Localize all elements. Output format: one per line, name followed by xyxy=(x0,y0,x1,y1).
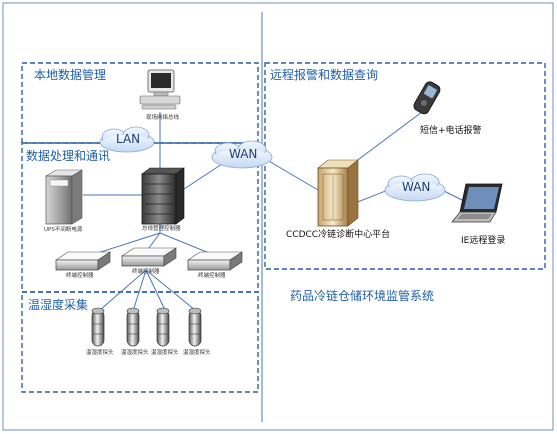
remote-title: 远程报警和数据查询 xyxy=(270,68,379,82)
server-label: 总线管理控制器 xyxy=(142,226,181,232)
controller-1-icon xyxy=(55,251,111,271)
sensor-3-label: 温湿度探头 xyxy=(151,350,179,356)
sensor-4-label: 温湿度探头 xyxy=(183,350,211,356)
system-title: 药品冷链仓储环境监管系统 xyxy=(290,289,435,303)
local-mgmt-title: 本地数据管理 xyxy=(34,68,107,82)
controller-3-label: 终端控制器 xyxy=(198,273,226,279)
sensor-1-icon xyxy=(91,307,105,347)
wan-right-label: WAN xyxy=(402,180,431,194)
wan-cloud-center xyxy=(211,140,273,169)
sensor-2-icon xyxy=(126,307,140,347)
ups-label: UPS不间断电源 xyxy=(44,227,83,233)
collection-title: 温湿度采集 xyxy=(28,298,89,312)
ups-icon xyxy=(44,169,84,225)
laptop-icon xyxy=(451,183,503,223)
processing-title: 数据处理和通讯 xyxy=(26,149,111,163)
wan-cloud-right xyxy=(384,173,446,202)
lan-cloud xyxy=(99,126,155,153)
sensor-1-label: 温湿度探头 xyxy=(86,350,114,356)
center-server-icon xyxy=(317,159,359,227)
controller-1-label: 终端控制器 xyxy=(66,273,94,279)
controller-2-icon xyxy=(121,247,177,267)
sensor-3-icon xyxy=(156,307,170,347)
pc-label: 现场网络总线 xyxy=(146,115,180,121)
sensor-4-icon xyxy=(188,307,202,347)
phone-label: 短信+电话报警 xyxy=(420,126,482,136)
center-label: CCDCC冷链诊断中心平台 xyxy=(286,230,391,240)
controller-2-label: 终端控制器 xyxy=(132,269,160,275)
laptop-label: IE远程登录 xyxy=(461,236,506,246)
phone-icon xyxy=(413,81,441,115)
lan-label: LAN xyxy=(116,132,141,146)
server-icon xyxy=(141,167,185,225)
sensor-2-label: 温湿度探头 xyxy=(121,350,149,356)
pc-icon xyxy=(139,69,181,110)
wan-center-label: WAN xyxy=(229,147,258,161)
remote-box xyxy=(264,62,546,270)
controller-3-icon xyxy=(187,251,243,271)
